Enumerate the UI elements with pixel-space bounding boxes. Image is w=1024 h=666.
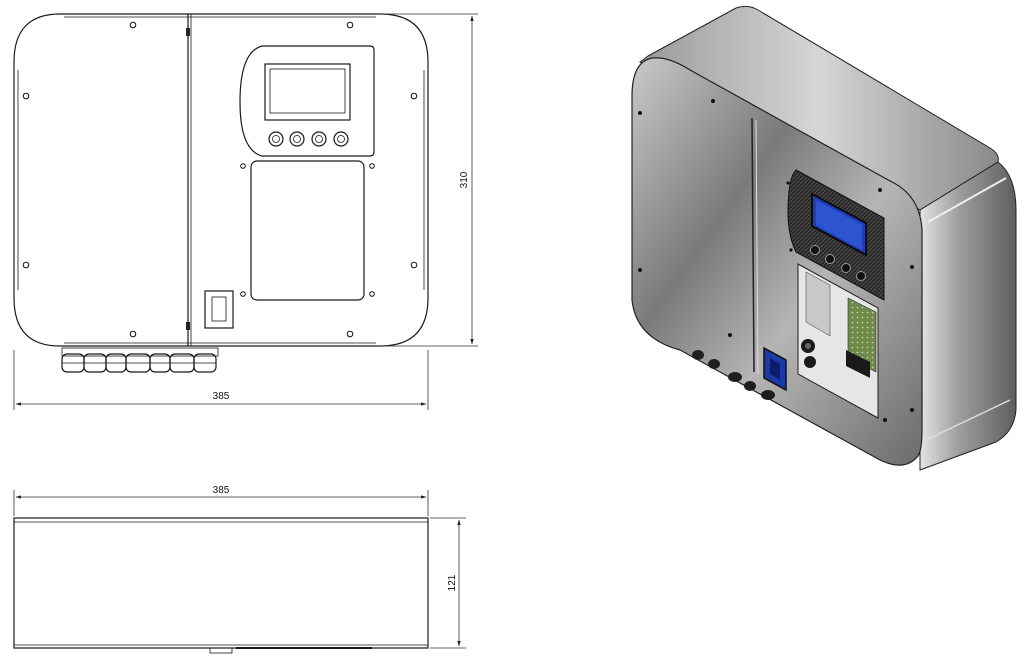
iso-right-face (919, 161, 1017, 471)
iso-buttons (810, 245, 866, 281)
front-width-dimension: 385 (13, 350, 429, 410)
display-bezel (239, 45, 375, 157)
isometric-view (631, 5, 1017, 471)
bottom-view-outline (13, 517, 429, 649)
iso-cable-glands (692, 350, 775, 400)
bottom-view: 385 121 (13, 485, 466, 654)
bottom-depth-label: 121 (447, 574, 458, 591)
front-width-label: 385 (213, 391, 230, 402)
lcd-screen (264, 63, 351, 121)
bottom-width-label: 385 (213, 485, 230, 496)
cable-glands (61, 347, 219, 373)
front-height-label: 310 (459, 171, 470, 188)
front-view: 385 310 (13, 13, 478, 410)
bottom-width-dimension: 385 (13, 485, 429, 516)
front-height-dimension: 310 (380, 13, 478, 347)
enclosure-outline (13, 13, 429, 347)
power-switch (204, 290, 234, 329)
bottom-depth-dimension: 121 (430, 517, 466, 649)
screw-holes (22, 21, 418, 338)
display-buttons (268, 131, 349, 147)
inspection-window (250, 160, 365, 301)
iso-screws (638, 99, 914, 422)
